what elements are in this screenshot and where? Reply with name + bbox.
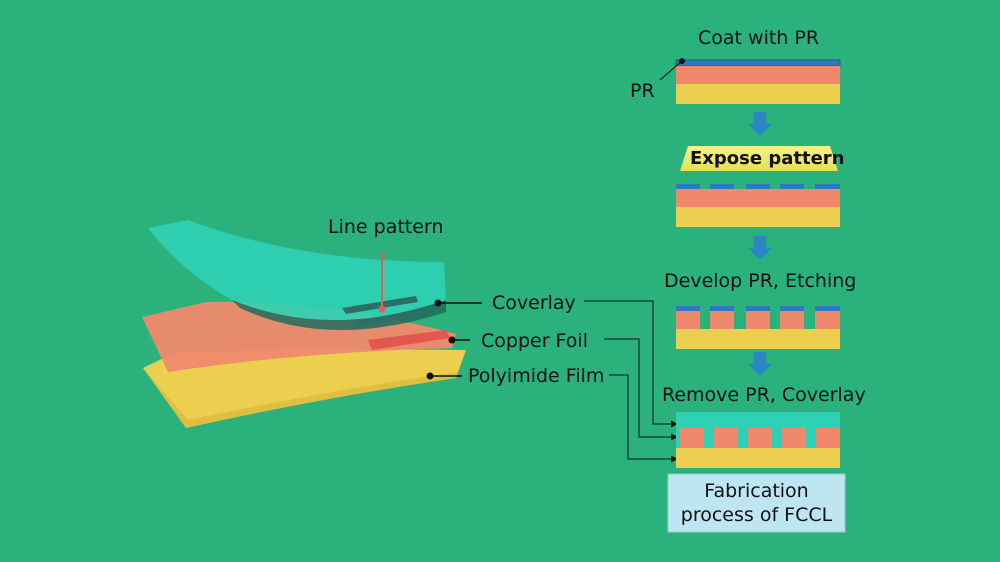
pr-label: PR	[630, 80, 655, 102]
step-expose-label: Expose pattern	[690, 148, 845, 169]
step-coat-label: Coat with PR	[698, 27, 820, 49]
layer-illustration	[142, 220, 482, 428]
coverlay-label: Coverlay	[492, 292, 576, 314]
copper-foil-label: Copper Foil	[481, 330, 588, 352]
down-arrow-icon	[748, 112, 772, 136]
result-box	[667, 473, 846, 533]
result-box-text: Fabrication process of FCCL	[668, 474, 845, 532]
connector-arrowheads	[671, 420, 678, 463]
step-develop-diagram	[676, 306, 840, 349]
photomask	[680, 146, 838, 171]
coverlay-layer	[148, 220, 446, 320]
step-remove-diagram	[676, 412, 840, 468]
down-arrow-icon	[748, 236, 772, 260]
step-develop-label: Develop PR, Etching	[664, 270, 857, 292]
process-arrows	[748, 112, 772, 376]
step-remove-label: Remove PR, Coverlay	[662, 384, 866, 406]
result-line-1: Fabrication	[704, 480, 809, 502]
polyimide-film-layer	[143, 349, 466, 428]
down-arrow-icon	[748, 352, 772, 376]
connector-lines	[584, 300, 674, 460]
step-expose-diagram	[676, 146, 840, 227]
line-pattern-label: Line pattern	[328, 216, 444, 238]
step-coat-diagram	[659, 58, 841, 104]
polyimide-film-label: Polyimide Film	[468, 365, 605, 387]
result-line-2: process of FCCL	[680, 504, 833, 526]
